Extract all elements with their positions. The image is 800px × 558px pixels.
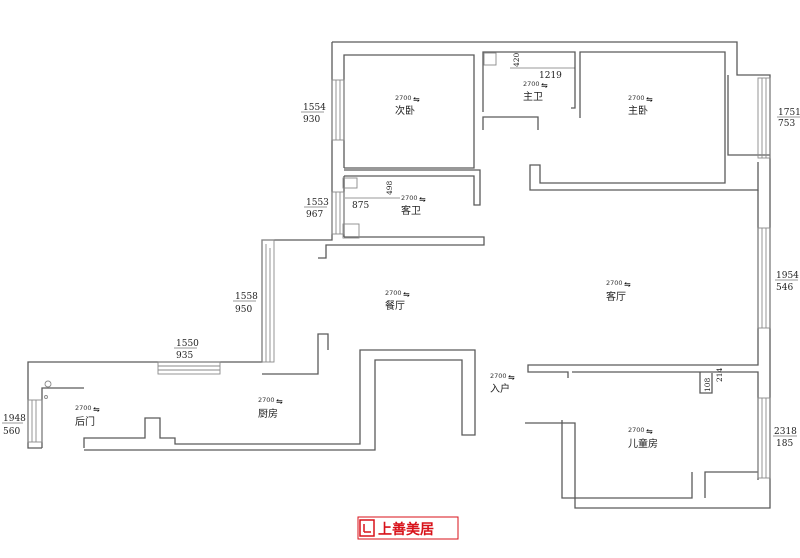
height-label: 2700 [385,289,402,297]
w8-sill: 185 [776,439,793,449]
height-label: 2700 [258,396,275,404]
elevation-marker-icon: ⇋ [624,280,631,289]
height-label: 2700 [401,194,418,202]
w5-sill: 560 [3,427,20,437]
w6-width: 1751 [778,108,800,118]
height-label: 2700 [523,80,540,88]
dim-master-bath-a: 420 [512,52,521,67]
height-label: 2700 [628,94,645,102]
w7-sill: 546 [776,283,793,293]
elevation-marker-icon: ⇋ [646,427,653,436]
room-master-bedroom: 2700 ⇋ 主卧 [628,94,653,117]
height-label: 2700 [75,404,92,412]
room-back-door: 2700 ⇋ 后门 [75,404,100,428]
room-label: 主卫 [523,91,543,103]
w2-sill: 967 [306,210,323,220]
room-kids: 2700 ⇋ 儿童房 [628,426,658,450]
room-label: 客卫 [401,204,421,217]
logo-text: 上善美居 [378,521,434,538]
room-guest-bath: 2700 ⇋ 客卫 [401,194,426,217]
w3-sill: 950 [235,305,252,315]
w3-width: 1558 [235,292,258,302]
w7-width: 1954 [776,271,799,281]
brand-logo: 上善美居 [357,516,459,540]
height-label: 2700 [628,426,645,434]
room-label: 厨房 [258,407,278,420]
room-label: 客厅 [606,290,626,303]
dim-kids-b: 214 [715,367,724,382]
w5-width: 1948 [3,414,26,424]
room-label: 入户 [490,382,510,395]
windows [27,77,771,479]
room-label: 次卧 [395,104,415,117]
height-label: 2700 [395,94,412,102]
interior-walls [318,51,770,499]
elevation-marker-icon: ⇋ [93,405,100,414]
elevation-marker-icon: ⇋ [276,397,283,406]
room-label: 餐厅 [385,299,405,312]
elevation-marker-icon: ⇋ [413,95,420,104]
internal-dims: 420 1219 498 875 108 214 [345,52,724,392]
dim-kids-a: 108 [703,377,712,392]
dim-master-bath-b: 1219 [539,71,562,81]
w4-sill: 935 [176,351,193,361]
w1-width: 1554 [303,103,326,113]
room-kitchen: 2700 ⇋ 厨房 [258,396,283,420]
height-label: 2700 [606,279,623,287]
room-living: 2700 ⇋ 客厅 [606,279,631,303]
height-label: 2700 [490,372,507,380]
elevation-marker-icon: ⇋ [541,81,548,90]
room-label: 主卧 [628,104,648,117]
window-dims: 1554 930 1553 967 1558 950 1550 935 1948… [2,103,800,449]
elevation-marker-icon: ⇋ [508,373,515,382]
room-label: 后门 [75,415,95,428]
logo-mark-icon [359,519,375,537]
room-labels: 2700 ⇋ 次卧 2700 ⇋ 主卫 2700 ⇋ 主卧 2700 ⇋ 客卫 … [75,80,658,450]
room-dining: 2700 ⇋ 餐厅 [385,289,410,312]
elevation-marker-icon: ⇋ [419,195,426,204]
room-master-bath: 2700 ⇋ 主卫 [523,80,548,103]
room-second-bedroom: 2700 ⇋ 次卧 [395,94,420,117]
w4-width: 1550 [176,339,199,349]
room-entrance: 2700 ⇋ 入户 [490,372,515,395]
elevation-marker-icon: ⇋ [646,95,653,104]
w1-sill: 930 [303,115,320,125]
w8-width: 2318 [774,427,797,437]
dim-guest-bath-a: 498 [385,180,394,195]
dim-guest-bath-b: 875 [352,201,369,211]
w6-sill: 753 [778,119,795,129]
w2-width: 1553 [306,198,329,208]
room-label: 儿童房 [628,437,658,450]
elevation-marker-icon: ⇋ [403,290,410,299]
